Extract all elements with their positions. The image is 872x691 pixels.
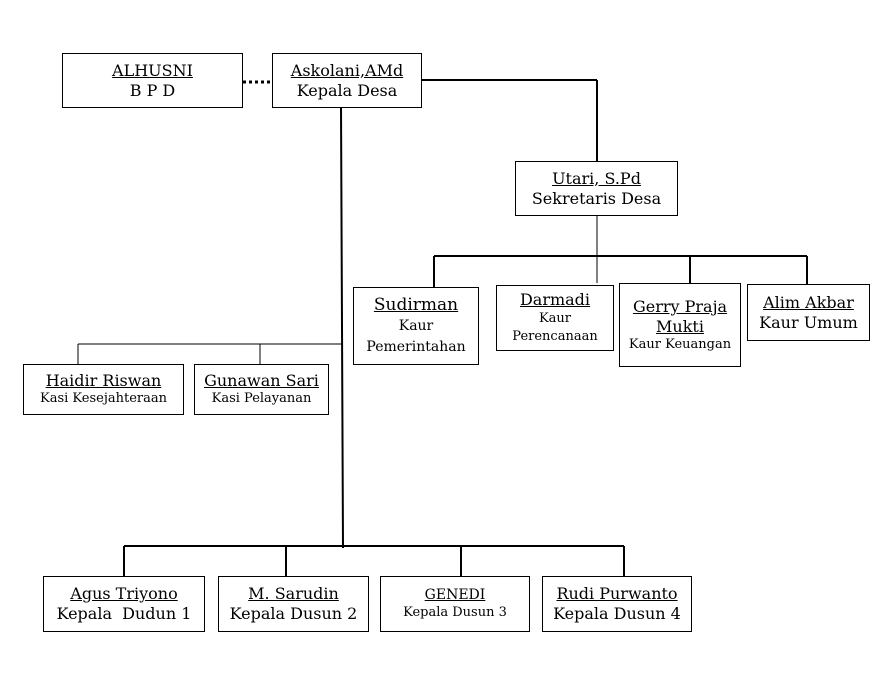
bpd-box: ALHUSNI B P D bbox=[62, 53, 243, 108]
kasi-kesejahteraan-box: Haidir Riswan Kasi Kesejahteraan bbox=[23, 364, 184, 415]
sekretaris-title: Sekretaris Desa bbox=[531, 188, 662, 208]
kaur-keuangan-name: Gerry Praja Mukti bbox=[632, 296, 728, 336]
bpd-title: B P D bbox=[129, 80, 176, 100]
kadus-3-box: GENEDI Kepala Dusun 3 bbox=[380, 576, 530, 632]
sekretaris-name: Utari, S.Pd bbox=[552, 168, 641, 188]
kaur-keuangan-box: Gerry Praja Mukti Kaur Keuangan bbox=[619, 283, 741, 367]
kaur-perencanaan-title: Kaur Perencanaan bbox=[512, 311, 598, 344]
kaur-perencanaan-box: Darmadi Kaur Perencanaan bbox=[496, 285, 614, 351]
kepala-desa-title: Kepala Desa bbox=[296, 80, 398, 100]
kaur-perencanaan-name: Darmadi bbox=[519, 290, 591, 310]
kasi-pelayanan-name: Gunawan Sari bbox=[204, 371, 319, 391]
kadus-1-name: Agus Triyono bbox=[70, 584, 178, 603]
kaur-pemerintahan-name: Sudirman bbox=[373, 295, 459, 316]
kadus-3-title: Kepala Dusun 3 bbox=[403, 604, 507, 620]
kepala-desa-box: Askolani,AMd Kepala Desa bbox=[272, 53, 422, 108]
kasi-kesejahteraan-title: Kasi Kesejahteraan bbox=[39, 391, 167, 407]
kadus-4-name: Rudi Purwanto bbox=[556, 584, 678, 603]
kadus-1-title: Kepala Dudun 1 bbox=[56, 604, 192, 623]
kepala-desa-name: Askolani,AMd bbox=[290, 60, 404, 80]
kadus-2-box: M. Sarudin Kepala Dusun 2 bbox=[218, 576, 369, 632]
kaur-umum-name: Alim Akbar bbox=[763, 292, 854, 312]
kasi-pelayanan-title: Kasi Pelayanan bbox=[211, 391, 312, 407]
bpd-name: ALHUSNI bbox=[112, 60, 193, 80]
kadus-4-box: Rudi Purwanto Kepala Dusun 4 bbox=[542, 576, 692, 632]
kadus-1-box: Agus Triyono Kepala Dudun 1 bbox=[43, 576, 205, 632]
sekretaris-box: Utari, S.Pd Sekretaris Desa bbox=[515, 161, 678, 216]
kaur-pemerintahan-box: Sudirman Kaur Pemerintahan bbox=[353, 287, 479, 365]
kadus-4-title: Kepala Dusun 4 bbox=[553, 604, 681, 623]
kaur-keuangan-title: Kaur Keuangan bbox=[628, 336, 732, 352]
connector-line bbox=[340, 106, 344, 549]
kadus-2-title: Kepala Dusun 2 bbox=[229, 604, 358, 623]
kaur-umum-box: Alim Akbar Kaur Umum bbox=[747, 284, 870, 341]
kaur-pemerintahan-title: Kaur Pemerintahan bbox=[366, 318, 466, 355]
kadus-2-name: M. Sarudin bbox=[248, 584, 339, 603]
kaur-umum-title: Kaur Umum bbox=[759, 312, 858, 332]
kasi-pelayanan-box: Gunawan Sari Kasi Pelayanan bbox=[194, 364, 329, 415]
kadus-3-name: GENEDI bbox=[424, 587, 486, 604]
kasi-kesejahteraan-name: Haidir Riswan bbox=[45, 371, 162, 391]
